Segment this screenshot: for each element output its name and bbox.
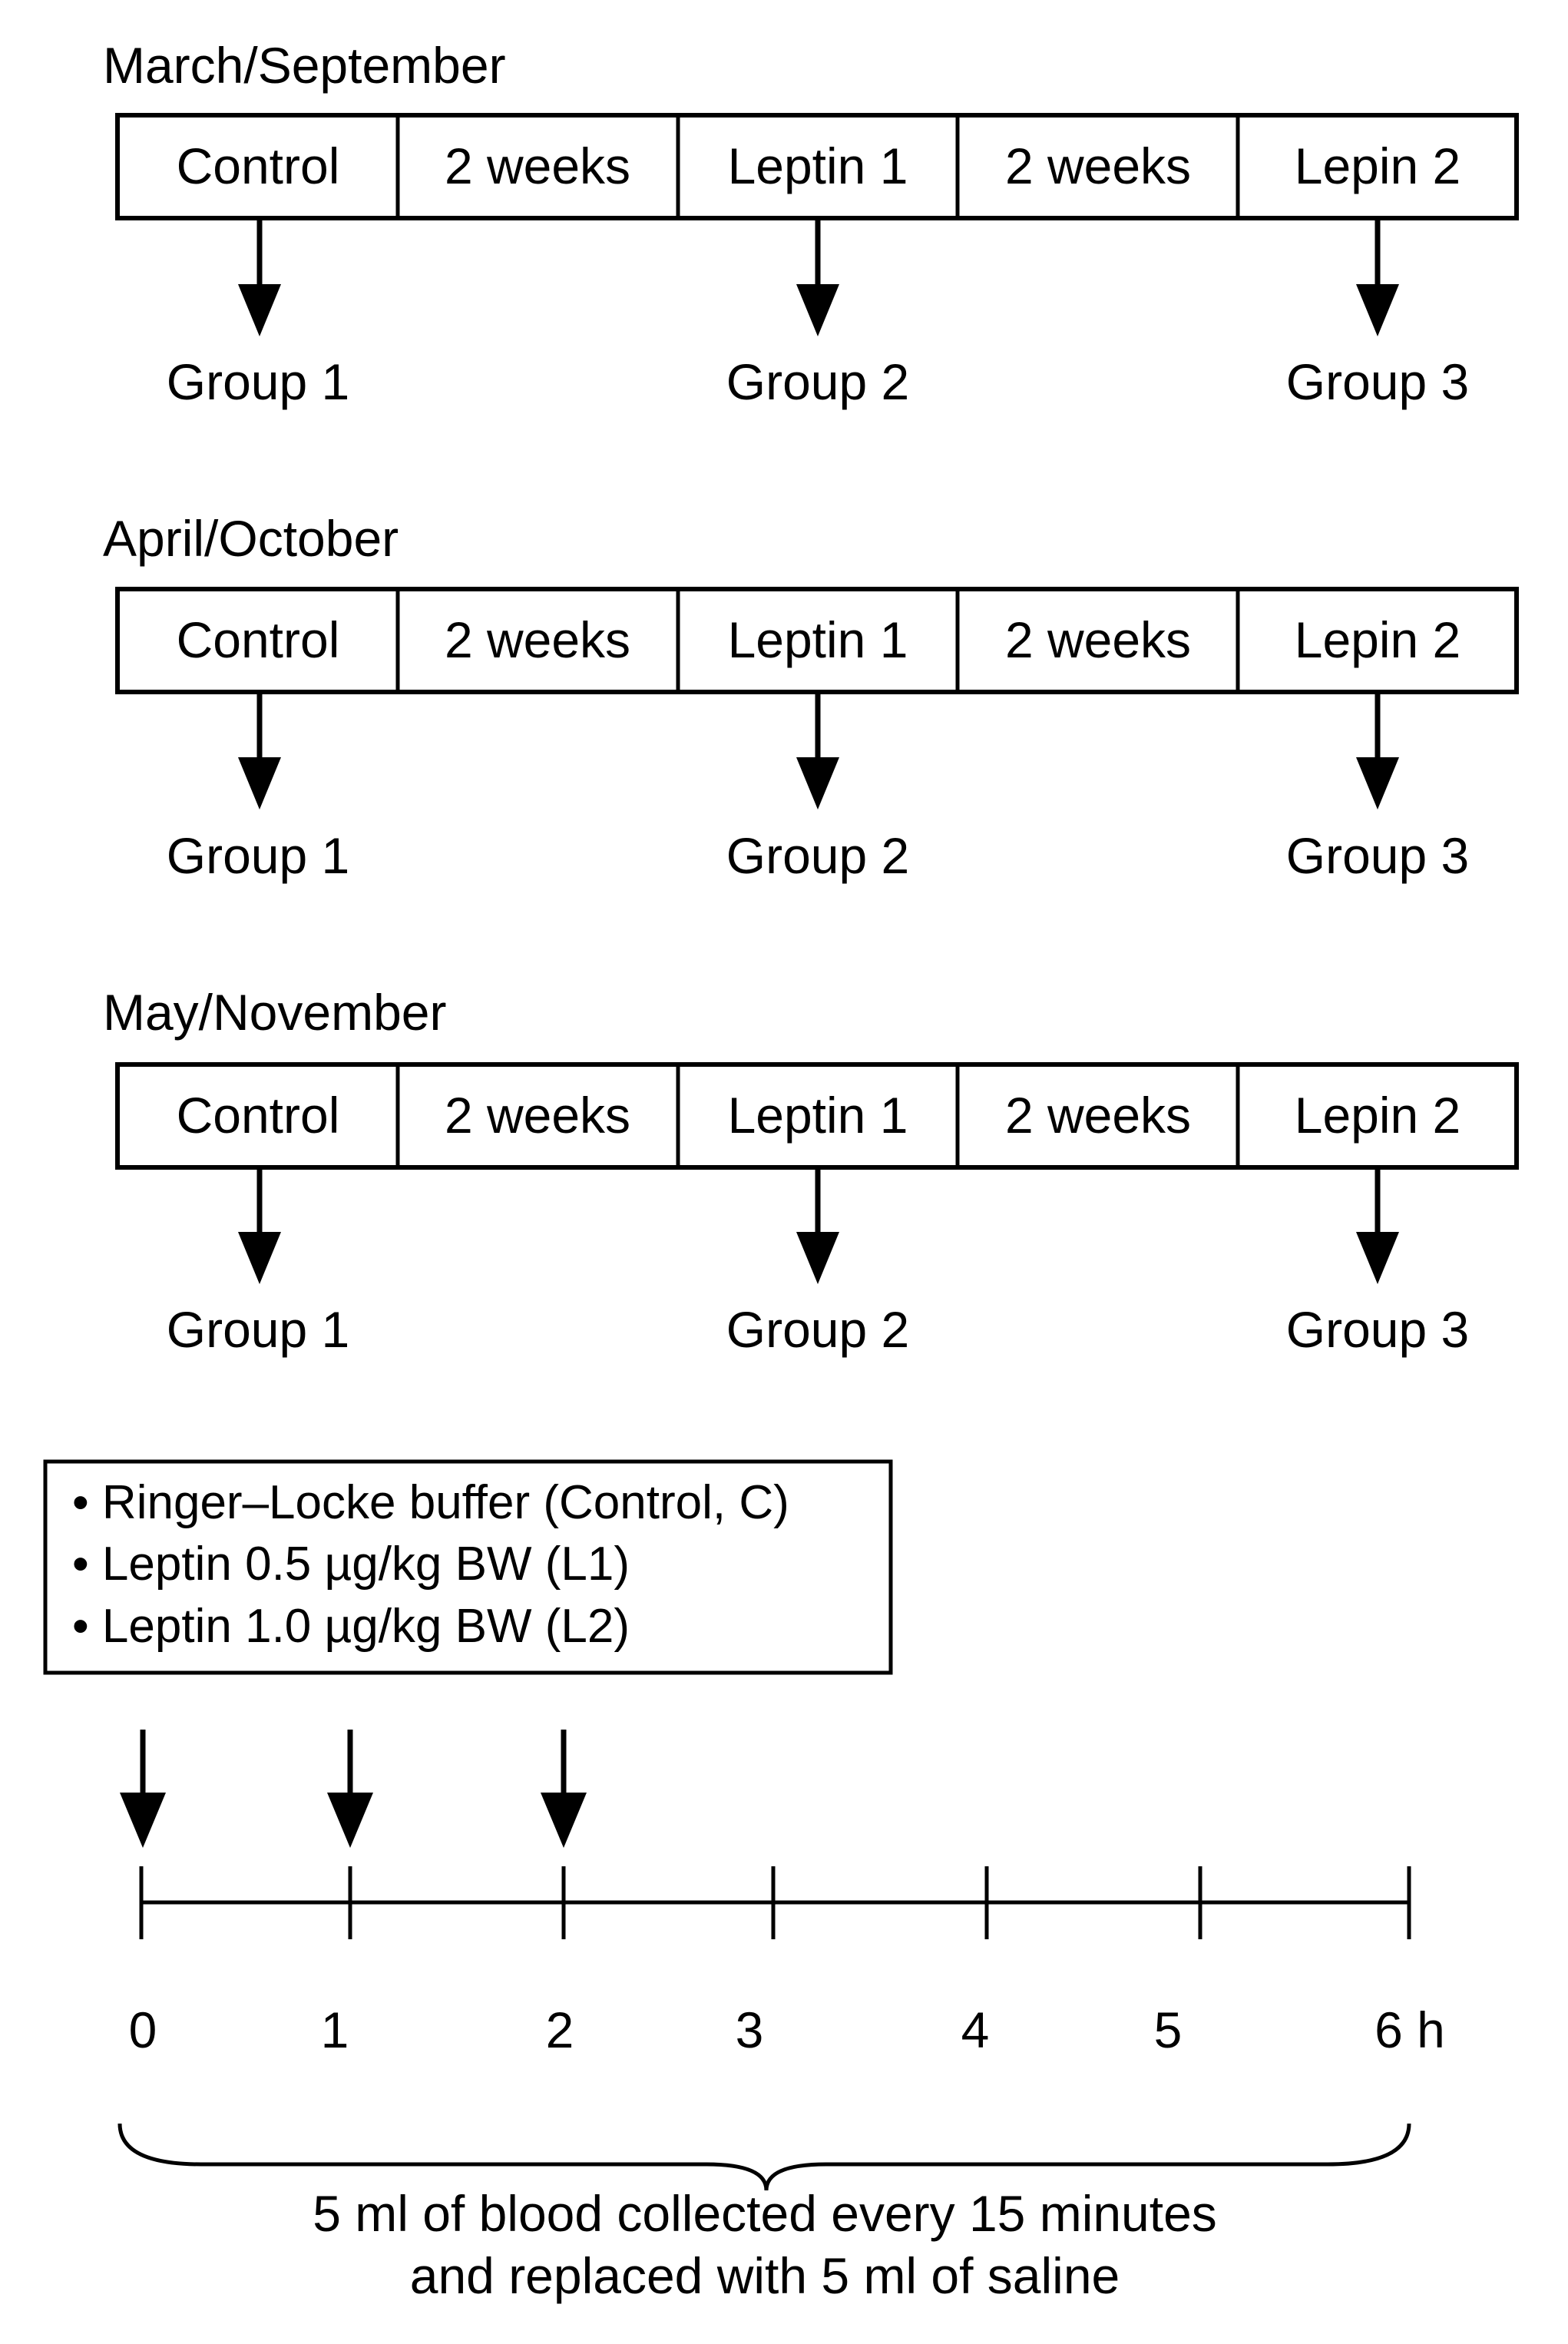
group-label: Group 1: [167, 1301, 349, 1358]
down-arrow-icon: [238, 694, 281, 809]
time-axis: 0 1 2 3 4 5 6 h: [129, 1866, 1445, 2058]
cell-control: Control: [177, 611, 340, 668]
down-arrow-icon: [1356, 220, 1399, 336]
cell-interval: 2 weeks: [1005, 137, 1191, 194]
group-label: Group 3: [1286, 1301, 1469, 1358]
cell-leptin-2: Lepin 2: [1295, 137, 1461, 194]
down-arrow-icon: [1356, 694, 1399, 809]
injection-arrow-icon: [120, 1730, 166, 1848]
row-title: May/November: [103, 984, 446, 1041]
cell-interval: 2 weeks: [1005, 611, 1191, 668]
schedule-row-3: May/November Control 2 weeks Leptin 1 2 …: [103, 984, 1519, 1358]
group-label: Group 2: [726, 827, 909, 884]
curly-brace: [117, 2123, 1411, 2191]
tick-label: 0: [129, 2001, 157, 2058]
tick-label: 3: [736, 2001, 764, 2058]
group-label: Group 3: [1286, 827, 1469, 884]
cell-leptin-2: Lepin 2: [1295, 611, 1461, 668]
cell-leptin-1: Leptin 1: [728, 137, 908, 194]
legend-item-control: • Ringer–Locke buffer (Control, C): [72, 1476, 789, 1529]
schedule-row-2: April/October Control 2 weeks Leptin 1 2…: [103, 510, 1519, 884]
cell-control: Control: [177, 1087, 340, 1144]
cell-leptin-2: Lepin 2: [1295, 1087, 1461, 1144]
cell-control: Control: [177, 137, 340, 194]
row-title: March/September: [103, 37, 506, 94]
legend-box: [43, 1459, 893, 1675]
down-arrow-icon: [796, 694, 839, 809]
cell-interval: 2 weeks: [445, 1087, 630, 1144]
down-arrow-icon: [796, 220, 839, 336]
tick-label: 2: [546, 2001, 574, 2058]
group-label: Group 1: [167, 827, 349, 884]
cell-interval: 2 weeks: [445, 611, 630, 668]
cell-interval: 2 weeks: [1005, 1087, 1191, 1144]
group-label: Group 1: [167, 353, 349, 410]
group-label: Group 3: [1286, 353, 1469, 410]
injection-arrow-icon: [327, 1730, 373, 1848]
tick-label: 6 h: [1374, 2001, 1445, 2058]
down-arrow-icon: [1356, 1169, 1399, 1284]
schedule-box: [115, 1062, 1519, 1170]
cell-interval: 2 weeks: [445, 137, 630, 194]
group-label: Group 2: [726, 353, 909, 410]
treatment-legend: • Ringer–Locke buffer (Control, C) • Lep…: [43, 1459, 893, 1675]
group-label: Group 2: [726, 1301, 909, 1358]
row-title: April/October: [103, 510, 399, 567]
down-arrow-icon: [238, 220, 281, 336]
sampling-caption-line-1: 5 ml of blood collected every 15 minutes: [313, 2185, 1217, 2242]
legend-item-leptin-1: • Leptin 0.5 µg/kg BW (L1): [72, 1538, 630, 1591]
tick-label: 5: [1154, 2001, 1183, 2058]
down-arrow-icon: [238, 1169, 281, 1284]
schedule-box: [115, 113, 1519, 220]
cell-leptin-1: Leptin 1: [728, 1087, 908, 1144]
tick-label: 4: [961, 2001, 990, 2058]
cell-leptin-1: Leptin 1: [728, 611, 908, 668]
down-arrow-icon: [796, 1169, 839, 1284]
tick-label: 1: [321, 2001, 349, 2058]
schedule-row-1: March/September Control 2 weeks Leptin 1…: [103, 37, 1519, 410]
injection-arrow-icon: [541, 1730, 587, 1848]
legend-item-leptin-2: • Leptin 1.0 µg/kg BW (L2): [72, 1600, 630, 1653]
sampling-caption-line-2: and replaced with 5 ml of saline: [410, 2247, 1120, 2304]
schedule-box: [115, 587, 1519, 694]
